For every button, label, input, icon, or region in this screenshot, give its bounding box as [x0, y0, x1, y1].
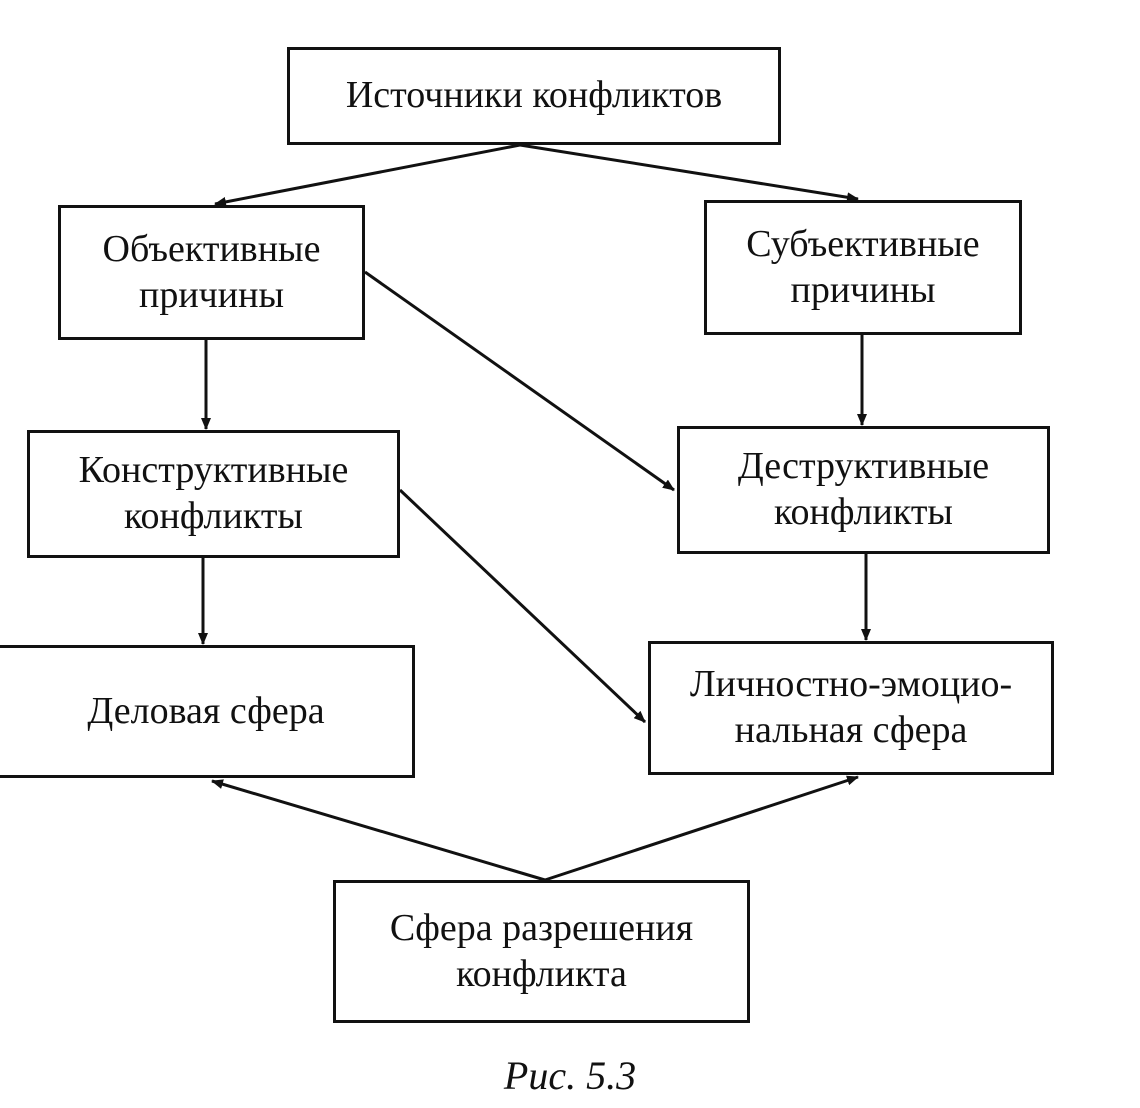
node-personal-emotional-sphere: Личностно-эмоцио- нальная сфера	[648, 641, 1054, 775]
node-resolution-label-line1: Сфера разрешения	[389, 906, 694, 949]
node-constructive-label-line2: конфликты	[124, 495, 303, 537]
node-constructive-conflicts: Конструктивные конфликты	[27, 430, 400, 558]
node-subjective-causes: Субъективные причины	[704, 200, 1022, 335]
figure-caption: Рис. 5.3	[503, 1053, 637, 1098]
arrow-objective-to-destructive	[364, 270, 675, 492]
node-sources-label: Источники конфликтов	[345, 74, 723, 117]
node-subjective-label-line2: причины	[790, 268, 936, 311]
node-objective-label-line2: причины	[139, 273, 284, 316]
node-subjective-label-line1: Субъективные	[746, 222, 980, 265]
node-resolution-label-line2: конфликта	[456, 952, 627, 995]
node-objective-label-line1: Объективные	[102, 227, 321, 270]
node-business-sphere: Деловая сфера	[0, 645, 415, 778]
node-objective-causes: Объективные причины	[58, 205, 365, 340]
node-constructive-label-line1: Конструктивные	[78, 449, 349, 492]
node-personal-label-line1: Личностно-эмоцио-	[689, 663, 1013, 706]
arrow-sources-to-objective	[214, 143, 521, 207]
node-destructive-label-line2: конфликты	[774, 491, 953, 533]
node-personal-label-line2: нальная сфера	[734, 709, 968, 751]
arrow-sources-to-subjective	[519, 143, 859, 203]
node-business-label: Деловая сфера	[87, 689, 325, 732]
node-sources: Источники конфликтов	[287, 47, 781, 145]
node-destructive-conflicts: Деструктивные конфликты	[677, 426, 1050, 554]
arrow-constructive-to-personal	[398, 488, 647, 724]
node-destructive-label-line1: Деструктивные	[737, 445, 990, 488]
arrow-resolution-to-business	[211, 779, 546, 882]
node-resolution-sphere: Сфера разрешения конфликта	[333, 880, 750, 1023]
arrow-resolution-to-personal	[544, 775, 859, 882]
